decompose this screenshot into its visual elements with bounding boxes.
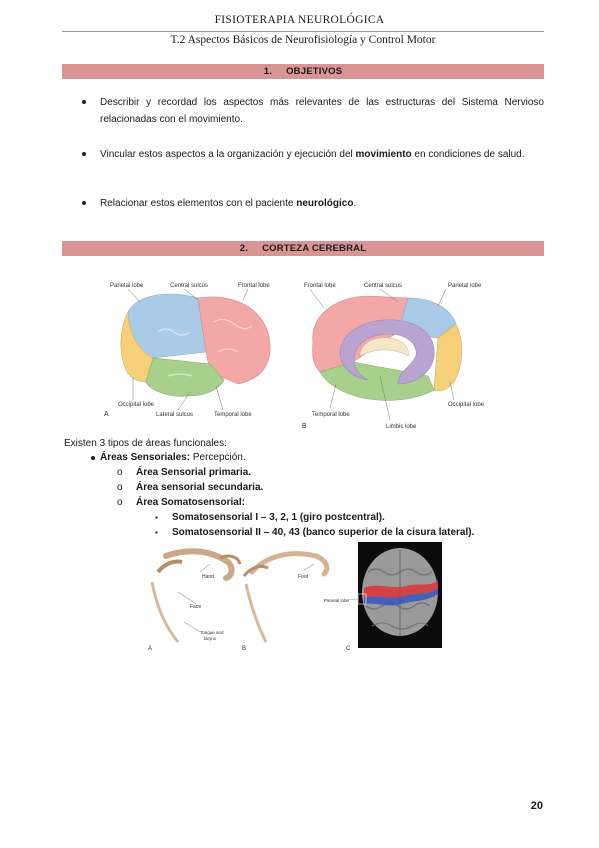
sensory-areas-desc: Percepción.: [190, 452, 246, 463]
sensory-areas-item: Áreas Sensoriales: Percepción.: [100, 451, 246, 464]
label-central-sulcus-b: Central sulcus: [364, 283, 402, 289]
brain-lobes-figure: Parietal lobe Central sulcus Frontal lob…: [98, 272, 498, 436]
panel-letter-a: A: [148, 646, 152, 652]
square-marker: ▪: [155, 513, 158, 522]
keyword-movimiento: movimiento: [355, 149, 412, 160]
panel-letter-a: A: [104, 411, 109, 418]
bullet-dot: [91, 456, 95, 460]
label-frontal-lobe-a: Frontal lobe: [238, 283, 270, 289]
label-hand: Hand: [202, 574, 214, 580]
keyword-neurologico: neurológico: [296, 198, 354, 209]
square-marker: ▪: [155, 528, 158, 537]
label-lateral-sulcus-a: Lateral sulcus: [156, 412, 193, 418]
functional-areas-intro: Existen 3 tipos de áreas funcionales:: [64, 438, 227, 449]
label-face: Face: [190, 604, 201, 610]
homunculus-a: Hand Face Tongue and larynx A: [148, 548, 242, 652]
occipital-lobe-region: [120, 311, 154, 383]
label-tongue: Tongue and: [200, 630, 224, 635]
label-frontal-lobe-b: Frontal lobe: [304, 283, 336, 289]
label-temporal-lobe-a: Temporal lobe: [214, 412, 252, 418]
label-parietal-lobe-a: Parietal lobe: [110, 283, 144, 289]
homunculus-b: Foot B: [242, 551, 330, 652]
brain-lateral-view: Parietal lobe Central sulcus Frontal lob…: [104, 283, 270, 418]
objective-1: Describir y recordad los aspectos más re…: [100, 97, 544, 125]
frontal-lobe-region: [197, 296, 271, 385]
section-title: OBJETIVOS: [286, 66, 343, 77]
bullet-dot: [82, 152, 86, 156]
somato-item-1: Somatosensorial I – 3, 2, 1 (giro postce…: [172, 512, 385, 523]
panel-letter-b: B: [242, 646, 246, 652]
label-occipital-lobe-b: Occipital lobe: [448, 402, 485, 408]
sensory-areas-label: Áreas Sensoriales:: [100, 452, 191, 463]
bullet-dot: [82, 100, 86, 104]
sub-marker: o: [117, 482, 123, 493]
s2-region-blue: [364, 588, 438, 606]
section-number: 1.: [263, 66, 273, 77]
occipital-lobe-region-medial: [433, 323, 463, 392]
section-heading-objetivos: 1. OBJETIVOS: [62, 64, 544, 79]
somato-item-2: Somatosensorial II – 40, 43 (banco super…: [172, 527, 475, 538]
label-larynx: larynx: [204, 636, 217, 641]
somatosensory-figure: Hand Face Tongue and larynx A Foot B Par…: [148, 542, 444, 652]
section-number: 2.: [239, 243, 249, 254]
label-central-sulcus-a: Central sulcus: [170, 283, 208, 289]
label-occipital-lobe-a: Occipital lobe: [118, 402, 155, 408]
header-rule: [62, 31, 544, 32]
section-title: CORTEZA CEREBRAL: [262, 243, 367, 254]
label-parietal-lobe-c: Parietal lobe: [324, 598, 350, 603]
temporal-lobe-region-medial: [319, 361, 435, 401]
label-limbic-lobe-b: Limbic lobe: [386, 424, 417, 430]
header-title: FISIOTERAPIA NEUROLÓGICA: [214, 14, 385, 26]
sub-item-secondary: Área sensorial secundaria.: [136, 482, 264, 493]
panel-letter-b: B: [302, 423, 307, 430]
sub-item-primary: Área Sensorial primaria.: [136, 467, 252, 478]
objective-3: Relacionar estos elementos con el pacien…: [100, 198, 357, 209]
sub-marker: o: [117, 497, 123, 508]
label-parietal-lobe-b: Parietal lobe: [448, 283, 482, 289]
objective-2: Vincular estos aspectos a la organizació…: [100, 149, 525, 160]
header-subtitle: T.2 Aspectos Básicos de Neurofisiología …: [170, 34, 436, 46]
sub-item-somatosensory: Área Somatosensorial:: [136, 497, 245, 508]
brain-medial-view: Frontal lobe Central sulcus Parietal lob…: [302, 283, 485, 430]
brain-photo-c: Parietal lobe C: [324, 542, 442, 652]
sub-marker: o: [117, 467, 123, 478]
bullet-dot: [82, 201, 86, 205]
page-number: 20: [530, 800, 543, 812]
limbic-lobe-region: [339, 319, 435, 385]
temporal-lobe-region: [145, 357, 225, 397]
s1-region-red: [364, 580, 438, 598]
label-foot: Foot: [298, 574, 309, 580]
label-temporal-lobe-b: Temporal lobe: [312, 412, 350, 418]
section-heading-corteza: 2. CORTEZA CEREBRAL: [62, 241, 544, 256]
panel-letter-c: C: [346, 646, 351, 652]
